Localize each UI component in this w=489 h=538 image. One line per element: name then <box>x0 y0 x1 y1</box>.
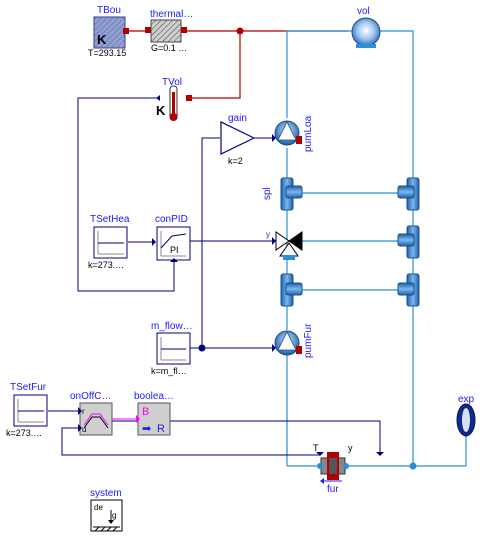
furnace-block[interactable]: T y fur <box>313 443 384 495</box>
system-label: system <box>90 488 122 499</box>
signal-wires <box>48 97 381 456</box>
TVol-block[interactable]: TVol K <box>156 77 192 121</box>
three-way-valve[interactable]: y <box>266 230 303 260</box>
gain-block[interactable]: gain k=2 <box>220 113 256 166</box>
valve-y-label: y <box>266 230 270 239</box>
TVol-label: TVol <box>162 77 182 88</box>
thermal-param: G=0.1 … <box>151 43 187 53</box>
fur-port-y: y <box>348 443 353 453</box>
thermal-conductor-block[interactable]: thermal… G=0.1 … <box>145 9 193 53</box>
m_flow-param: k=m_fl… <box>151 366 187 376</box>
TSetFur-block[interactable]: TSetFur k=273.… <box>6 382 48 438</box>
gain-param: k=2 <box>228 156 243 166</box>
onOffController-block[interactable]: r u onOffC… <box>70 391 113 436</box>
m_flow-block[interactable]: m_flow… k=m_fl… <box>151 321 193 376</box>
booleanToReal-block[interactable]: B ➡ R boolea… <box>134 391 174 436</box>
thermal-label: thermal… <box>150 9 193 20</box>
TBou-label: TBou <box>97 5 121 16</box>
TSetHea-label: TSetHea <box>90 214 130 225</box>
pumFur-label: pumFur <box>303 323 314 358</box>
exp-block[interactable]: exp <box>456 394 476 437</box>
system-block[interactable]: de g system <box>90 488 123 532</box>
TSetFur-param: k=273.… <box>6 428 42 438</box>
TSetHea-block[interactable]: TSetHea k=273.… <box>88 214 130 270</box>
pumLoa-label: pumLoa <box>303 115 314 152</box>
TSetHea-param: k=273.… <box>88 260 124 270</box>
spl-label: spl <box>262 187 273 200</box>
TBou-glyph: K <box>97 32 107 47</box>
m_flow-label: m_flow… <box>151 321 193 332</box>
vol-label: vol <box>357 6 370 17</box>
conPID-glyph: PI <box>170 245 179 255</box>
TSetFur-label: TSetFur <box>10 382 47 393</box>
TVol-glyph: K <box>156 103 166 118</box>
onOffC-label: onOffC… <box>70 391 112 402</box>
pumLoa-pump[interactable]: pumLoa <box>272 115 314 152</box>
onOffC-port-r: r <box>82 407 85 416</box>
vol-block[interactable]: vol <box>351 6 381 48</box>
fluid-wires <box>286 30 467 470</box>
system-glyph-top: de <box>94 503 103 512</box>
system-glyph-g: g <box>112 511 116 520</box>
boolea-label: boolea… <box>134 391 174 402</box>
pumFur-pump[interactable]: pumFur <box>272 323 314 358</box>
exp-label: exp <box>458 394 475 405</box>
conPID-block[interactable]: PI conPID <box>152 214 191 262</box>
TBou-block[interactable]: K TBou T=293.15 <box>88 5 129 58</box>
boolea-port-R: R <box>157 423 165 435</box>
boolea-arrow-icon: ➡ <box>142 423 151 435</box>
splitter-group[interactable]: spl <box>262 177 420 307</box>
fur-port-T: T <box>313 443 319 453</box>
onOffC-port-u: u <box>82 425 86 434</box>
boolea-port-B: B <box>142 406 149 418</box>
gain-label: gain <box>228 113 247 124</box>
fur-label: fur <box>327 484 339 495</box>
TBou-param: T=293.15 <box>88 48 126 58</box>
conPID-label: conPID <box>155 214 188 225</box>
